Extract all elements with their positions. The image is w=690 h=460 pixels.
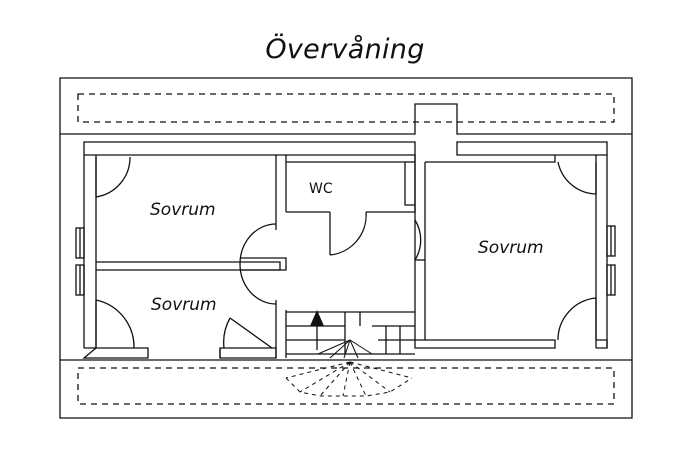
partition-rod [240,257,287,271]
door-wc [329,211,367,256]
door-hall-left [239,223,277,305]
door-right-top [557,161,597,195]
stair-arrow-icon [310,310,324,326]
wc-walls [286,155,416,213]
bottom-wall-left [82,347,149,359]
dashed-ceiling-bottom [77,367,615,405]
door-bottom-left [95,299,135,349]
partition-left [96,261,281,271]
bottom-wall-right [414,339,556,349]
room-label-wc: WC [309,181,333,197]
stair-fan-dashed [285,361,413,397]
outer-wall-bottom [59,359,633,419]
dashed-ceiling-top [77,93,615,123]
stair-fan [317,339,373,359]
door-bottom-mid [223,317,273,349]
stairs [286,311,415,355]
room-label-bedroom-right: Sovrum [478,238,544,258]
door-top-left [95,156,131,198]
room-label-bedroom-bottom-left: Sovrum [151,295,217,315]
door-hall-right [414,219,422,261]
outer-wall-top [59,77,633,135]
room-label-bedroom-top-left: Sovrum [150,200,216,220]
door-right-bottom [557,297,597,341]
inner-wall-top-right [456,141,608,156]
plan-title: Övervåning [265,34,425,65]
inner-wall-top [83,141,416,156]
